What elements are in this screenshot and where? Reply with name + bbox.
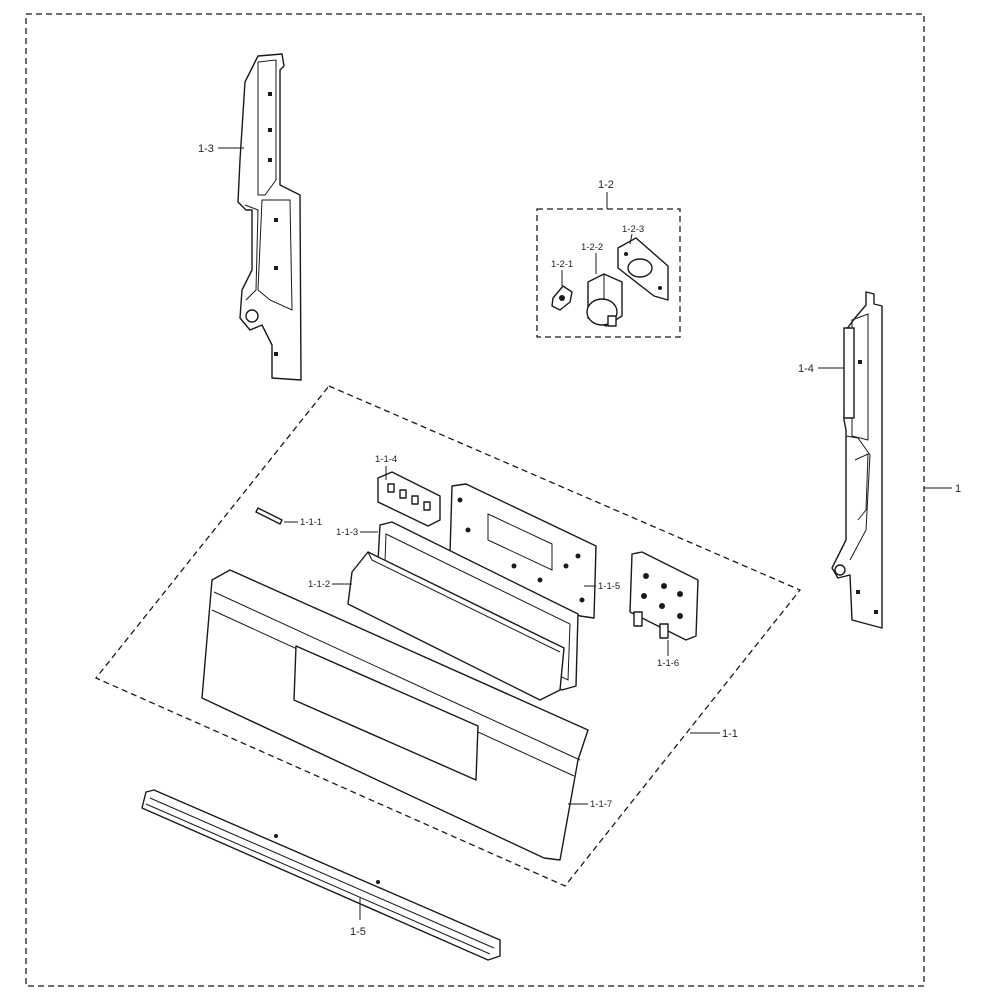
sub-board[interactable]	[629, 551, 699, 641]
knob[interactable]	[551, 285, 573, 311]
label-left-bracket: 1-3	[198, 143, 214, 155]
control-panel[interactable]	[201, 569, 589, 861]
label-right-bracket: 1-4	[798, 363, 814, 375]
label-encoder: 1-2-2	[581, 242, 603, 253]
label-panel-assembly: 1-1	[722, 728, 738, 740]
label-assembly: 1	[955, 483, 961, 495]
label-knob-group: 1-2	[598, 179, 614, 191]
label-panel: 1-1-7	[590, 799, 612, 810]
label-control-board: 1-1-5	[598, 581, 620, 592]
label-knob-bracket: 1-2-3	[622, 224, 644, 235]
label-glass: 1-1-2	[308, 579, 330, 590]
display-glass[interactable]	[347, 551, 565, 701]
connector[interactable]	[377, 471, 441, 527]
label-frame: 1-1-3	[336, 527, 358, 538]
label-trim-strip: 1-5	[350, 926, 366, 938]
left-side-bracket[interactable]	[237, 53, 302, 381]
wire-harness[interactable]	[255, 507, 283, 525]
label-sub-board: 1-1-6	[657, 658, 679, 669]
label-connector: 1-1-4	[375, 454, 397, 465]
right-side-bracket[interactable]	[831, 291, 883, 629]
encoder[interactable]	[586, 273, 623, 327]
assembly-boundary	[25, 13, 925, 987]
trim-strip[interactable]	[141, 789, 501, 961]
label-knob: 1-2-1	[551, 259, 573, 270]
panel-assembly-boundary	[94, 385, 802, 887]
knob-bracket[interactable]	[617, 237, 669, 301]
knob-group-boundary	[536, 208, 681, 338]
label-wire: 1-1-1	[300, 517, 322, 528]
